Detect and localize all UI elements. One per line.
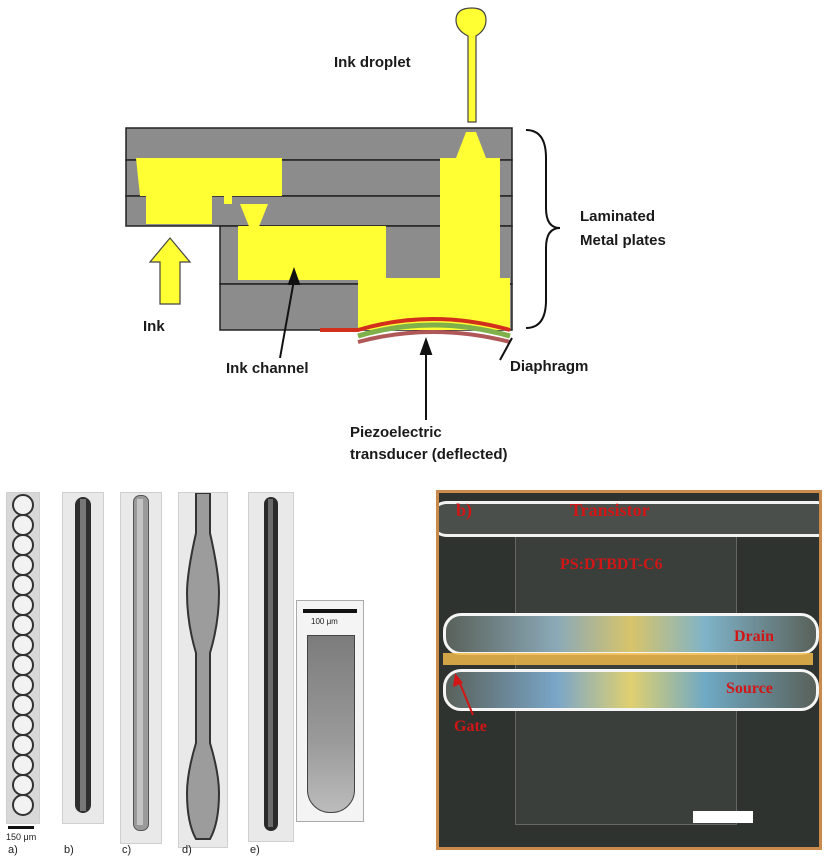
micrograph-e (248, 492, 294, 842)
scale-label-100: 100 μm (311, 617, 338, 626)
callout-arrows (279, 267, 513, 420)
scale-label-150: 150 μm (6, 832, 37, 842)
gate-arrow (453, 673, 474, 716)
diaphragm-label: Diaphragm (510, 358, 589, 375)
scale-bar-100 (303, 609, 357, 613)
laminated-label: Laminated (580, 208, 656, 225)
source-label: Source (726, 680, 773, 697)
ink-label: Ink (143, 318, 165, 335)
transistor-title: Transistor (570, 500, 650, 520)
ink-channel-label: Ink channel (226, 360, 309, 377)
metal-plates-label: Metal plates (580, 232, 666, 249)
micrograph-d (178, 492, 228, 848)
laminated-bracket (525, 129, 561, 329)
ink-droplet-label: Ink droplet (334, 54, 411, 71)
ink-droplet-shape (455, 7, 487, 123)
material-label: PS:DTBDT-C6 (560, 556, 663, 573)
channel-stripe (443, 653, 813, 665)
caption-a: a) (8, 844, 18, 856)
caption-b: b) (64, 844, 74, 856)
droplet-chain (12, 494, 34, 816)
inkjet-diagram (125, 7, 561, 420)
drain-label: Drain (734, 628, 774, 645)
transistor-panel-label: b) (456, 500, 473, 520)
ink-inlet-arrow (148, 237, 192, 305)
gate-top-electrode (439, 501, 819, 537)
ink-path (136, 132, 510, 330)
transistor-scale-bar (693, 811, 753, 823)
transistor-panel (436, 490, 822, 850)
caption-e: e) (250, 844, 260, 856)
caption-d: d) (182, 844, 192, 856)
scale-bar-150 (8, 826, 34, 829)
source-electrode (443, 669, 819, 711)
caption-c: c) (122, 844, 132, 856)
micrograph-b (62, 492, 104, 824)
micrograph-inset: 100 μm (296, 600, 364, 822)
micrograph-c (120, 492, 162, 844)
diaphragm-layers (320, 317, 511, 344)
micrograph-a (6, 492, 40, 824)
gate-label: Gate (454, 718, 487, 735)
bulging-line (185, 493, 221, 840)
piezo-label-line2: transducer (deflected) (350, 446, 508, 463)
piezo-label-line1: Piezoelectric (350, 424, 442, 441)
